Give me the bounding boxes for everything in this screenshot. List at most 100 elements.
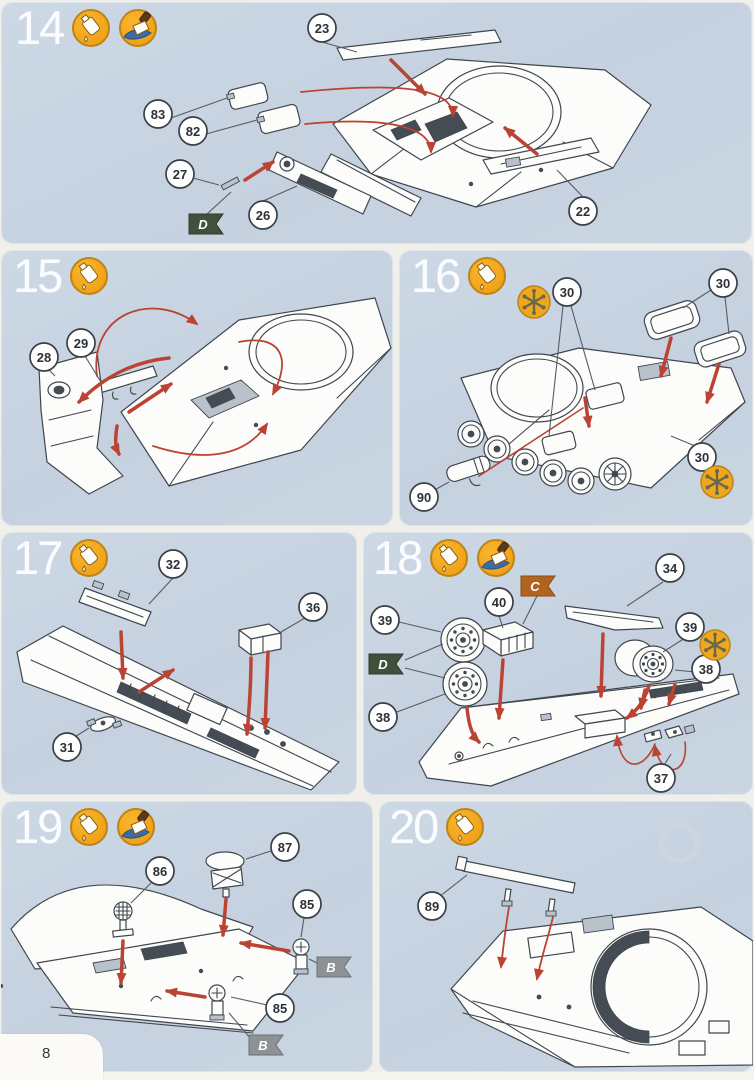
- optional-parts-asterisk-icon: [517, 285, 551, 319]
- paintbrush-icon: [477, 539, 516, 577]
- svg-text:37: 37: [654, 771, 668, 786]
- callout-90: 90: [409, 482, 439, 512]
- step-number: 16: [411, 249, 461, 302]
- callout-89: 89: [417, 891, 447, 921]
- step-15-panel: 15: [1, 250, 393, 526]
- svg-text:39: 39: [378, 613, 392, 628]
- fender-drawing: [16, 625, 340, 791]
- step-20-header: 20: [389, 803, 485, 850]
- step-19-header: 19: [13, 800, 156, 853]
- part-22-strip: [482, 137, 600, 175]
- svg-text:29: 29: [74, 336, 88, 351]
- callout-40: 40: [484, 587, 514, 617]
- callout-30-b: 30: [708, 268, 738, 298]
- callout-29: 29: [66, 328, 96, 358]
- part-38-wheel-lower-left: [442, 661, 488, 707]
- step-20-illustration: 89: [417, 822, 753, 1068]
- svg-text:22: 22: [576, 204, 590, 219]
- part-82-hatch: [256, 103, 301, 135]
- callout-39-left: 39: [370, 605, 400, 635]
- part-37-assembly: [643, 724, 696, 743]
- callout-23: 23: [307, 13, 337, 43]
- flag-b-lower: B: [248, 1034, 284, 1056]
- hull-strip-drawing: [418, 673, 740, 787]
- step-17-panel: 17: [1, 532, 357, 795]
- flag-d: D: [368, 653, 404, 675]
- callout-36: 36: [298, 592, 328, 622]
- part-85-upper: [292, 938, 310, 975]
- part-39-38-wheels-right: [614, 639, 674, 683]
- callout-83: 83: [143, 99, 173, 129]
- glue-cement-icon: [446, 808, 485, 846]
- callout-37: 37: [646, 763, 676, 793]
- leader-lines: [430, 289, 730, 493]
- glue-cement-icon: [70, 808, 109, 846]
- hull-front-drawing: [1, 884, 308, 1034]
- hull-rear-drawing: [450, 906, 753, 1068]
- svg-text:89: 89: [425, 899, 439, 914]
- step-18-header: 18: [373, 531, 516, 584]
- step-number: 19: [13, 800, 63, 853]
- svg-text:36: 36: [306, 600, 320, 615]
- part-83-hatch: [226, 82, 269, 110]
- leader-lines: [438, 874, 468, 898]
- step-number: 17: [13, 531, 63, 584]
- svg-text:90: 90: [417, 490, 431, 505]
- step-number: 14: [15, 1, 65, 54]
- svg-text:31: 31: [60, 740, 74, 755]
- glue-cement-icon: [70, 539, 109, 577]
- step-18-panel: 18: [363, 532, 753, 795]
- part-39-wheel-upper-left: [440, 617, 486, 663]
- step-16-header: 16: [411, 249, 507, 302]
- callout-82: 82: [178, 116, 208, 146]
- red-arrows: [465, 632, 687, 771]
- svg-text:85: 85: [300, 897, 314, 912]
- part-30-lid-2: [693, 330, 747, 368]
- page-number-tab: 8: [0, 1034, 103, 1080]
- callout-26: 26: [248, 200, 278, 230]
- hull-top-drawing: [320, 58, 652, 217]
- glue-cement-icon: [70, 257, 109, 295]
- leader-lines: [396, 581, 696, 771]
- page-number: 8: [42, 1045, 51, 1062]
- part-40-box: [482, 621, 534, 657]
- part-27-rod: [220, 176, 240, 191]
- paintbrush-icon: [117, 808, 156, 846]
- svg-text:86: 86: [153, 864, 167, 879]
- part-26-plate: [268, 151, 372, 215]
- step-17-header: 17: [13, 531, 109, 584]
- part-34-channel: [564, 605, 664, 631]
- red-arrows: [77, 307, 283, 456]
- leader-lines: [170, 41, 584, 215]
- glue-cement-icon: [430, 539, 469, 577]
- svg-text:30: 30: [695, 450, 709, 465]
- part-23-strip: [336, 29, 502, 61]
- svg-text:39: 39: [683, 620, 697, 635]
- svg-text:23: 23: [315, 21, 329, 36]
- svg-text:D: D: [378, 657, 388, 672]
- callout-31: 31: [52, 732, 82, 762]
- callout-85-upper: 85: [292, 889, 322, 919]
- callout-28: 28: [29, 342, 59, 372]
- flag-d: D: [188, 213, 224, 235]
- svg-text:87: 87: [278, 840, 292, 855]
- svg-text:D: D: [198, 217, 208, 232]
- step-16-illustration: 30 30 30 90: [409, 268, 747, 512]
- callout-38-right: 38: [691, 654, 721, 684]
- red-arrows: [497, 906, 554, 981]
- step-number: 18: [373, 531, 423, 584]
- part-87-seat: [205, 851, 245, 898]
- red-arrows: [116, 897, 291, 999]
- callout-38-left: 38: [368, 702, 398, 732]
- step-17-illustration: 32 36 31: [16, 549, 340, 791]
- svg-text:85: 85: [273, 1001, 287, 1016]
- callout-30-c: 30: [687, 442, 717, 472]
- flag-b-upper: B: [316, 956, 352, 978]
- callout-27: 27: [165, 159, 195, 189]
- svg-text:38: 38: [699, 662, 713, 677]
- callout-86: 86: [145, 856, 175, 886]
- part-90-cylinder: [446, 455, 491, 487]
- watermark-swirls: [658, 822, 700, 864]
- step-19-illustration: 87 86 85 85 B B: [1, 832, 352, 1056]
